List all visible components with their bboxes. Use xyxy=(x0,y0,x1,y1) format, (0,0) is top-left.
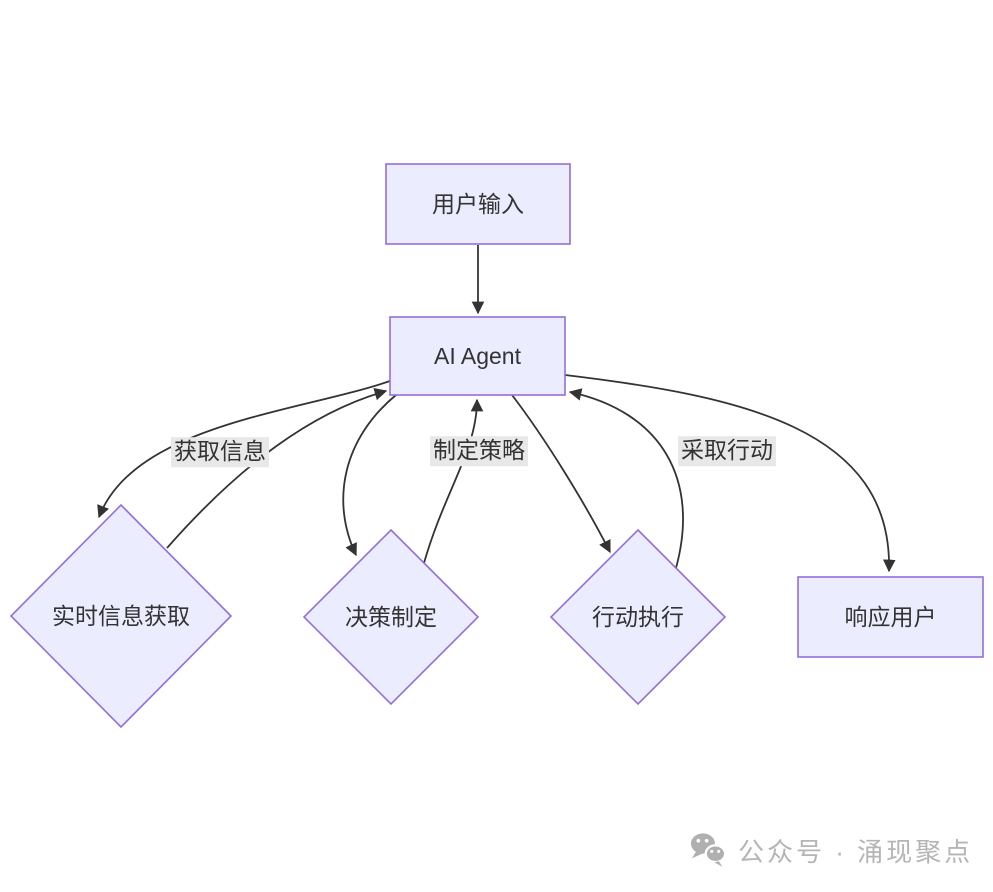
edge-label-get-info: 获取信息 xyxy=(171,437,269,467)
wechat-icon xyxy=(690,833,727,867)
node-shape-respond-user xyxy=(797,576,984,658)
node-shape-realtime-info xyxy=(9,503,233,729)
edge-aiagent-to-decisionmaking xyxy=(342,394,397,557)
edge-actionexecution-to-aiagent xyxy=(568,388,684,569)
edge-aiagent-to-responduser xyxy=(564,374,896,573)
edge-decisionmaking-to-aiagent xyxy=(423,398,484,564)
edge-label-take-action: 采取行动 xyxy=(678,436,776,466)
node-shape-user-input xyxy=(385,163,571,245)
edge-aiagent-to-actionexecution xyxy=(511,394,611,554)
edge-label-make-strategy: 制定策略 xyxy=(430,436,528,466)
node-shape-ai-agent xyxy=(389,316,566,396)
edge-aiagent-to-realtimeinfo xyxy=(97,380,391,519)
watermark: 公众号 · 涌现聚点 xyxy=(690,831,973,869)
watermark-text: 公众号 · 涌现聚点 xyxy=(738,836,974,867)
node-shape-action-execution xyxy=(549,528,727,706)
edge-realtimeinfo-to-aiagent xyxy=(166,388,388,549)
node-shape-decision-making xyxy=(302,528,480,706)
